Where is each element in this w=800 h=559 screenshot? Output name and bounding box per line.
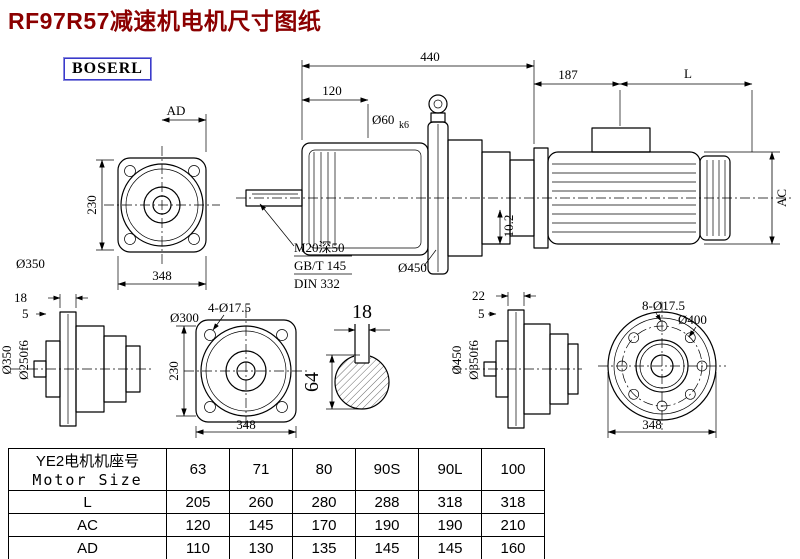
view-side-assembly: 440 120 Ø60 k6 187 L AC M20深50 GB/T 145 [236, 49, 794, 291]
dim-dia-350-side: Ø350 [0, 346, 14, 375]
dim-shaft-dia: Ø60 [372, 112, 394, 127]
dim-5-small: 5 [22, 306, 29, 321]
dim-5-large: 5 [478, 306, 485, 321]
view-shaft-section: 18 64 [301, 301, 390, 410]
dim-187: 187 [558, 67, 578, 82]
technical-drawing: AD Ø350 230 348 [0, 49, 794, 438]
dim-18-small: 18 [14, 290, 27, 305]
view-side-flange-small: 18 5 Ø350 Ø250f6 [0, 290, 154, 427]
table-cell: 135 [292, 536, 356, 559]
note-8-holes: 8-Ø17.5 [642, 298, 685, 313]
note-4-holes: 4-Ø17.5 [208, 300, 251, 315]
dim-348-round: 348 [642, 417, 662, 432]
dim-shaft-fit: k6 [399, 120, 409, 131]
view-front-flange-square: 4-Ø17.5 Ø300 230 348 [166, 300, 308, 438]
dim-dia-250f6: Ø250f6 [16, 340, 31, 380]
brand-logo: BOSERL [63, 57, 152, 81]
table-row-AD: AD 110 130 135 145 145 160 [8, 536, 545, 559]
dim-ad: AD [167, 103, 186, 118]
table-cell: 280 [292, 490, 356, 514]
note-gbt: GB/T 145 [294, 258, 346, 273]
note-tap-size: M20深50 [294, 240, 345, 255]
size-column-header: 100 [481, 448, 545, 491]
dim-22: 22 [472, 288, 485, 303]
dim-key-width-18: 18 [352, 301, 372, 323]
table-cell: 110 [166, 536, 230, 559]
view-side-flange-large: 22 5 Ø450 Ø350f6 [449, 288, 582, 429]
table-cell: 318 [481, 490, 545, 514]
row-label: AC [8, 513, 167, 537]
dim-dia-350: Ø350 [16, 256, 45, 271]
page-title: RF97R57减速机电机尺寸图纸 [8, 8, 322, 34]
dim-10-2: 10.2 [501, 215, 516, 238]
row-label: L [8, 490, 167, 514]
table-cell: 160 [481, 536, 545, 559]
dim-dia-450-side: Ø450 [449, 346, 464, 375]
dim-dia-350f6: Ø350f6 [466, 340, 481, 380]
table-cell: 145 [418, 536, 482, 559]
size-column-header: 63 [166, 448, 230, 491]
table-cell: 210 [481, 513, 545, 537]
size-column-header: 90S [355, 448, 419, 491]
table-cell: 190 [355, 513, 419, 537]
dim-dia-300: Ø300 [170, 310, 199, 325]
table-cell: 288 [355, 490, 419, 514]
view-front-flange-top: AD Ø350 230 348 [16, 103, 220, 290]
table-cell: 190 [418, 513, 482, 537]
dim-120: 120 [322, 83, 342, 98]
dim-230-square: 230 [166, 361, 181, 381]
size-column-header: 80 [292, 448, 356, 491]
table-cell: 130 [229, 536, 293, 559]
table-cell: 145 [355, 536, 419, 559]
dim-shaft-64: 64 [301, 372, 323, 392]
table-cell: 260 [229, 490, 293, 514]
dim-dia-450: Ø450 [398, 260, 427, 275]
dim-348: 348 [152, 268, 172, 283]
table-header-motor-size: YE2电机机座号 Motor Size [8, 448, 167, 491]
view-front-flange-round: 8-Ø17.5 Ø400 348 [598, 298, 726, 438]
row-label: AD [8, 536, 167, 559]
size-column-header: 90L [418, 448, 482, 491]
table-cell: 170 [292, 513, 356, 537]
header-en: Motor Size [32, 471, 143, 489]
header-cn: YE2电机机座号 [35, 453, 140, 470]
dim-440: 440 [420, 49, 440, 64]
table-cell: 318 [418, 490, 482, 514]
dim-230: 230 [84, 195, 99, 215]
dim-ac: AC [774, 189, 789, 207]
table-cell: 120 [166, 513, 230, 537]
note-din: DIN 332 [294, 276, 340, 291]
size-column-header: 71 [229, 448, 293, 491]
table-cell: 205 [166, 490, 230, 514]
dim-348-square: 348 [236, 417, 256, 432]
dim-L: L [684, 66, 692, 81]
table-cell: 145 [229, 513, 293, 537]
dim-dia-400: Ø400 [678, 312, 707, 327]
table-row-AC: AC 120 145 170 190 190 210 [8, 513, 545, 537]
table-row-L: L 205 260 280 288 318 318 [8, 490, 545, 514]
motor-size-table: YE2电机机座号 Motor Size 63 71 80 90S 90L 100… [8, 448, 545, 559]
